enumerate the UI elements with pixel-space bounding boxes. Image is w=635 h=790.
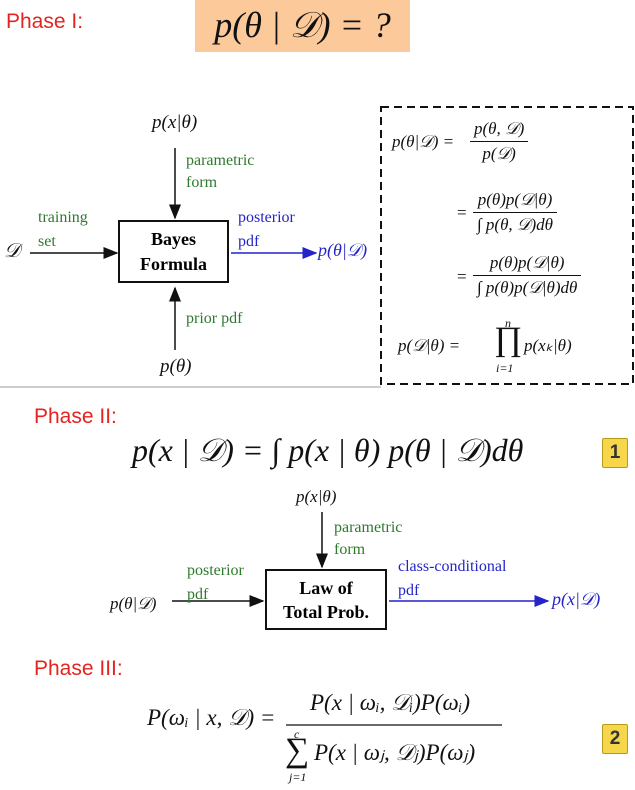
phase3-lhs: P(ωᵢ | x, 𝒟) =: [147, 705, 276, 730]
phase1-formula-box: p(θ | 𝒟) = ?: [195, 0, 410, 52]
p2-top-annot-line2: form: [334, 541, 366, 558]
p2-output: p(x|𝒟): [552, 589, 601, 609]
eq4-lhs: p(𝒟|θ) =: [398, 336, 461, 355]
phase1-label: Phase I:: [6, 10, 84, 33]
phase3-denominator: P(x | ωⱼ, 𝒟ⱼ)P(ωⱼ): [314, 740, 476, 765]
eq1-lhs: p(θ|𝒟) =: [392, 132, 455, 151]
eq3-equals: =: [457, 267, 467, 286]
p2-right-annot: class-conditional pdf: [398, 555, 506, 603]
phase3-numerator: P(x | ωᵢ, 𝒟ᵢ)P(ωᵢ): [310, 690, 471, 715]
p2-left-annot-line1: posterior: [187, 562, 244, 579]
eq2-den: ∫ p(θ, 𝒟)dθ: [477, 215, 553, 234]
bayes-formula-box: Bayes Formula: [118, 220, 229, 283]
eq4-prod-top: n: [505, 316, 511, 330]
phase1-formula: p(θ | 𝒟) = ?: [214, 5, 391, 45]
bayes-box-line1: Bayes: [151, 229, 196, 249]
phase3-label: Phase III:: [34, 657, 123, 680]
badge-2: 2: [602, 724, 628, 754]
eq4-rhs: p(xₖ|θ): [524, 336, 572, 355]
eq2-equals: =: [457, 203, 467, 222]
p1-top-annot: parametric form: [186, 150, 254, 194]
p1-top-annot-line2: form: [186, 174, 218, 191]
p2-top-input: p(x|θ): [296, 487, 337, 506]
eq4-prod-symbol: ∏: [494, 321, 522, 358]
p1-left-annot-line1: training: [38, 209, 88, 226]
eq2-num: p(θ)p(𝒟|θ): [473, 188, 557, 213]
law-box-line1: Law of: [299, 578, 353, 598]
p1-right-annot-line1: posterior: [238, 209, 295, 226]
eq1-den: p(𝒟): [482, 144, 516, 163]
p1-output: p(θ|𝒟): [318, 240, 368, 260]
law-total-prob-box: Law of Total Prob.: [265, 569, 387, 630]
p1-right-annot: posterior pdf: [238, 206, 295, 254]
p1-bottom-input: p(θ): [160, 356, 192, 377]
eq3-num: p(θ)p(𝒟|θ): [473, 251, 582, 276]
eq2-frac: p(θ)p(𝒟|θ) ∫ p(θ, 𝒟)dθ: [473, 188, 557, 237]
p2-top-annot-line1: parametric: [334, 519, 403, 536]
p1-top-input: p(x|θ): [152, 112, 198, 133]
phase2-label: Phase II:: [34, 405, 117, 428]
p2-top-annot: parametric form: [334, 517, 402, 561]
p1-left-annot-line2: set: [38, 233, 56, 250]
eq3-frac: p(θ)p(𝒟|θ) ∫ p(θ)p(𝒟|θ)dθ: [473, 251, 582, 300]
p2-left-input: p(θ|𝒟): [110, 594, 157, 613]
bayes-box-line2: Formula: [140, 254, 207, 274]
p1-right-annot-line2: pdf: [238, 233, 260, 250]
eq4-prod-bottom: i=1: [496, 361, 514, 375]
phase3-sum-bottom: j=1: [289, 770, 307, 784]
badge-1: 1: [602, 438, 628, 468]
p1-left-annot: training set: [38, 206, 88, 254]
eq1-frac: p(θ, 𝒟) p(𝒟): [470, 117, 529, 166]
p1-left-input: 𝒟: [4, 240, 20, 262]
phase2-formula: p(x | 𝒟) = ∫ p(x | θ) p(θ | 𝒟)dθ: [132, 432, 524, 468]
phase3-sum-top: c: [294, 727, 300, 741]
law-box-line2: Total Prob.: [282, 602, 370, 622]
p2-right-annot-line1: class-conditional: [398, 558, 507, 575]
phase3-sum-symbol: ∑: [285, 732, 310, 769]
p2-left-annot-line2: pdf: [187, 586, 209, 603]
equation-frame: [380, 106, 634, 385]
eq1-num: p(θ, 𝒟): [470, 117, 529, 142]
p1-top-annot-line1: parametric: [186, 152, 255, 169]
p1-bottom-annot: prior pdf: [186, 310, 243, 327]
p2-right-annot-line2: pdf: [398, 582, 420, 599]
eq3-den: ∫ p(θ)p(𝒟|θ)dθ: [477, 278, 578, 297]
p2-left-annot: posterior pdf: [187, 559, 244, 607]
